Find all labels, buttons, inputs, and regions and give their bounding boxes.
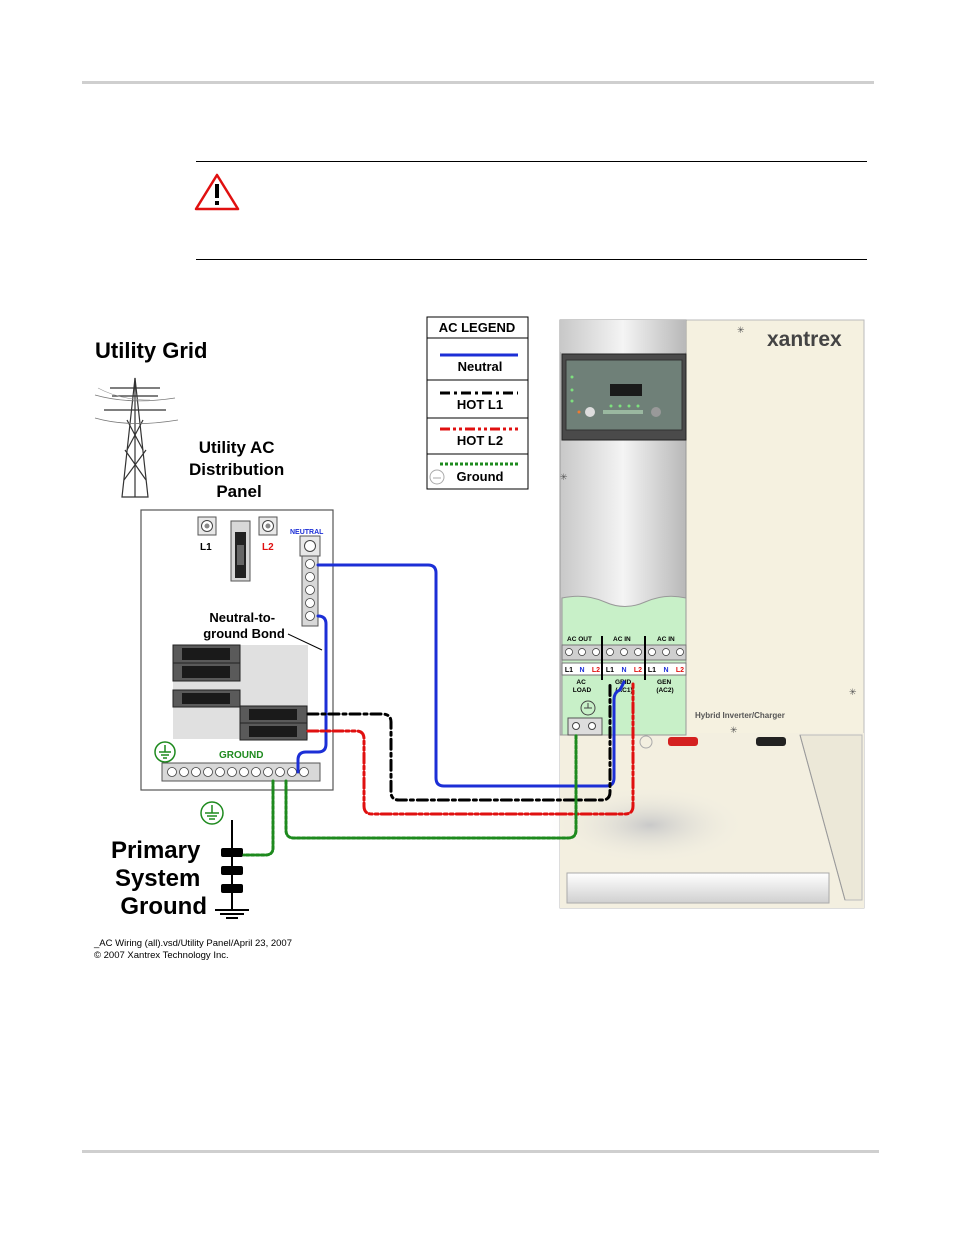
screw-icon: ✳: [737, 325, 745, 335]
bond-label: Neutral-to- ground Bond: [203, 610, 285, 641]
footer-rule: [82, 1150, 879, 1153]
svg-text:L2: L2: [592, 667, 600, 674]
svg-text:N: N: [579, 667, 584, 674]
legend-ground-icon: [429, 469, 445, 485]
svg-text:N: N: [621, 667, 626, 674]
svg-text:L1: L1: [648, 667, 656, 674]
l2-label: L2: [262, 542, 274, 553]
ac-legend: AC LEGEND Neutral HOT L1 HOT L2 Ground: [426, 316, 529, 490]
svg-text:N: N: [663, 667, 668, 674]
l1-label: L1: [200, 542, 212, 553]
warning-top-rule: [196, 161, 867, 162]
chassis-ground-icon: [639, 735, 653, 749]
neutral-wire: [316, 563, 626, 788]
ac-load-label: AC LOAD: [573, 679, 592, 694]
wires: [242, 563, 635, 857]
legend-title: AC LEGEND: [439, 320, 516, 335]
utility-grid-title: Utility Grid: [95, 338, 207, 363]
svg-text:L2: L2: [676, 667, 684, 674]
header-rule: [82, 81, 874, 84]
red-connector: [668, 737, 698, 746]
primary-ground-label: Primary System Ground: [111, 837, 207, 920]
control-panel: [561, 353, 687, 441]
primary-ground-icon: [200, 801, 224, 825]
svg-text:L1: L1: [606, 667, 614, 674]
transmission-tower-icon: [94, 377, 179, 498]
wiring-compartment: [561, 595, 687, 736]
ground-rod: [215, 820, 249, 919]
screw-icon: ✳: [849, 687, 857, 697]
ac-out-label: AC OUT: [567, 636, 592, 643]
legend-hot-l1-label: HOT L1: [457, 397, 503, 412]
l2-lug: [258, 516, 278, 536]
warning-icon: [194, 173, 240, 211]
screw-icon: ✳: [730, 725, 738, 735]
hot-l2-wire: [306, 682, 635, 816]
main-breaker: [230, 520, 251, 582]
primary-ground-wire: [242, 779, 275, 857]
gen-label: GEN (AC2): [656, 679, 673, 694]
ac-in1-label: AC IN: [613, 636, 631, 643]
ground-wire: [284, 733, 578, 840]
svg-text:L2: L2: [634, 667, 642, 674]
ground-label: GROUND: [219, 750, 263, 761]
neutral-bar: [299, 535, 321, 627]
legend-neutral-label: Neutral: [458, 359, 503, 374]
panel-title: Utility AC Distribution Panel: [189, 438, 289, 501]
screw-icon: ✳: [560, 472, 568, 482]
l1-lug: [197, 516, 217, 536]
svg-text:L1: L1: [565, 667, 573, 674]
panel-ground-icon: [154, 741, 176, 763]
device-name: Hybrid Inverter/Charger: [695, 711, 785, 720]
ground-bar: [161, 762, 321, 782]
black-connector: [756, 737, 786, 746]
legend-ground-label: Ground: [457, 469, 504, 484]
drawing-note: _AC Wiring (all).vsd/Utility Panel/April…: [93, 938, 295, 961]
legend-hot-l2-label: HOT L2: [457, 433, 503, 448]
ac-in2-label: AC IN: [657, 636, 675, 643]
branch-breakers: [172, 644, 308, 741]
neutral-label: NEUTRAL: [290, 529, 324, 536]
brand-logo: xantrex: [767, 328, 842, 351]
warning-bottom-rule: [196, 259, 867, 260]
terminal-letters: L1 N L2 L1 N L2 L1 N L2: [565, 667, 684, 674]
neutral-bond-wire: [296, 614, 328, 774]
hot-l1-wire: [306, 682, 612, 802]
bond-pointer: [287, 633, 323, 651]
